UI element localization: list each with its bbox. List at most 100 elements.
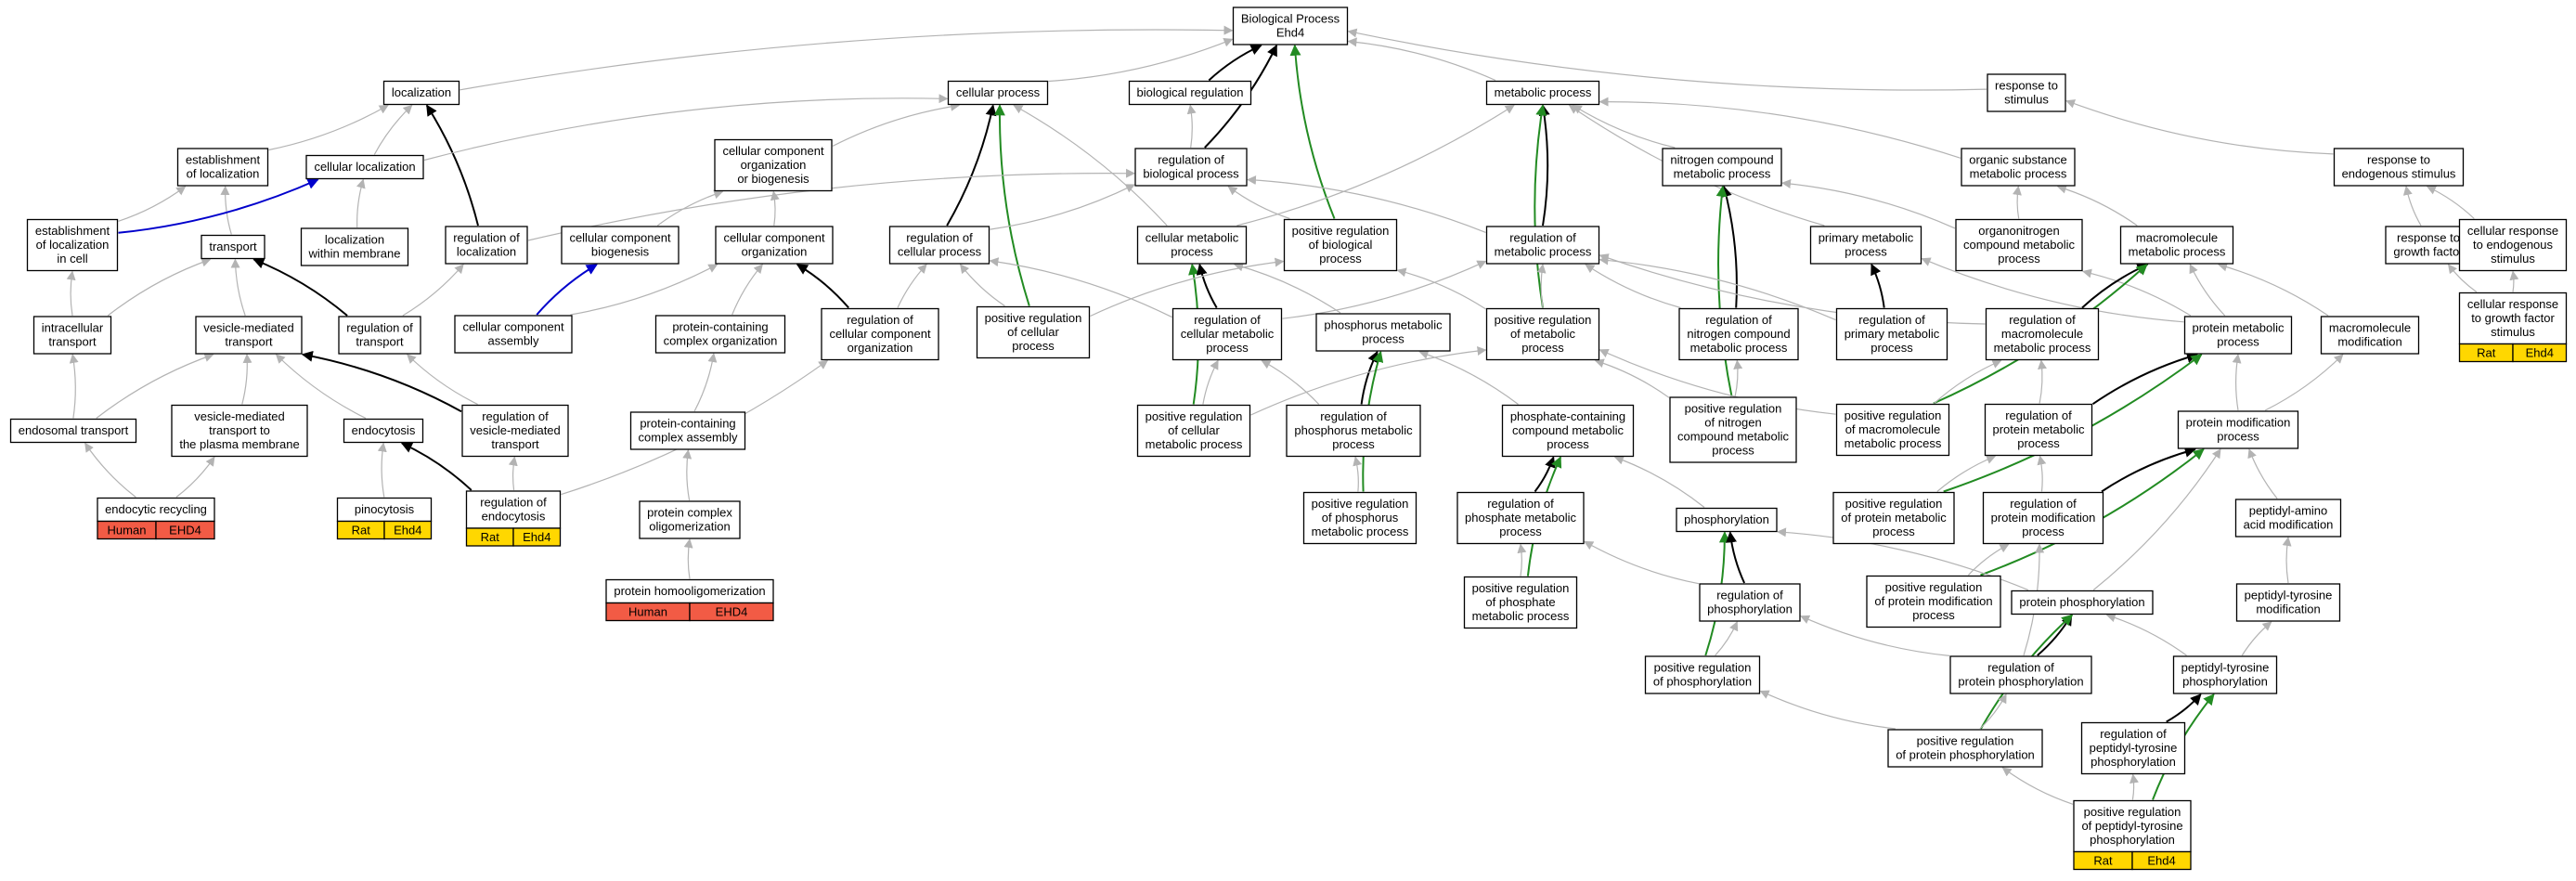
go-term-node-endt[interactable]: endosomal transport	[9, 418, 137, 444]
go-term-node-cp[interactable]: cellular process	[947, 80, 1049, 106]
edge-rtes-to-rts	[2065, 99, 2334, 155]
node-label-line: process	[1206, 341, 1249, 355]
edge-rncmp-to-ncmp	[1721, 185, 1738, 308]
go-term-node-rptphos[interactable]: regulation ofpeptidyl-tyrosinephosphoryl…	[2080, 721, 2186, 775]
go-term-node-pphos[interactable]: protein phosphorylation	[2011, 589, 2154, 615]
edge-phos-to-pccmp	[1613, 455, 1705, 508]
node-label-line: process	[1332, 437, 1375, 451]
go-term-node-cloc[interactable]: cellular localization	[305, 154, 424, 180]
go-term-node-endo[interactable]: endocytosis	[343, 418, 424, 444]
edge-oncmp-to-ncmp	[1781, 179, 1956, 229]
go-term-node-mp[interactable]: metabolic process	[1485, 80, 1600, 106]
go-term-node-loc[interactable]: localization	[382, 80, 460, 106]
node-label-line: process	[1499, 525, 1542, 538]
node-label-line: organization	[742, 245, 808, 259]
edge-prmp-to-mp	[1534, 104, 1547, 308]
edge-crtes-to-rtes	[2426, 186, 2475, 219]
node-label-line: phosphorylation	[2090, 833, 2175, 847]
node-box	[1232, 6, 1349, 45]
node-label-line: cellular component	[723, 231, 825, 245]
node-box	[1866, 575, 2001, 628]
node-label-line: of phosphorus	[1322, 511, 1399, 525]
node-label-line: process	[1521, 341, 1564, 355]
go-term-node-phos[interactable]: phosphorylation	[1676, 507, 1778, 533]
node-label-line: macromolecule	[2001, 327, 2083, 341]
go-term-node-trn[interactable]: transport	[201, 234, 265, 260]
go-term-node-br[interactable]: biological regulation	[1128, 80, 1252, 106]
node-label-line: the plasma membrane	[179, 437, 299, 451]
edges-layer	[66, 25, 2519, 805]
edge-ecr-to-vmtpm	[175, 456, 215, 498]
gene-label: Ehd4	[2147, 854, 2175, 868]
node-box	[1134, 148, 1248, 187]
